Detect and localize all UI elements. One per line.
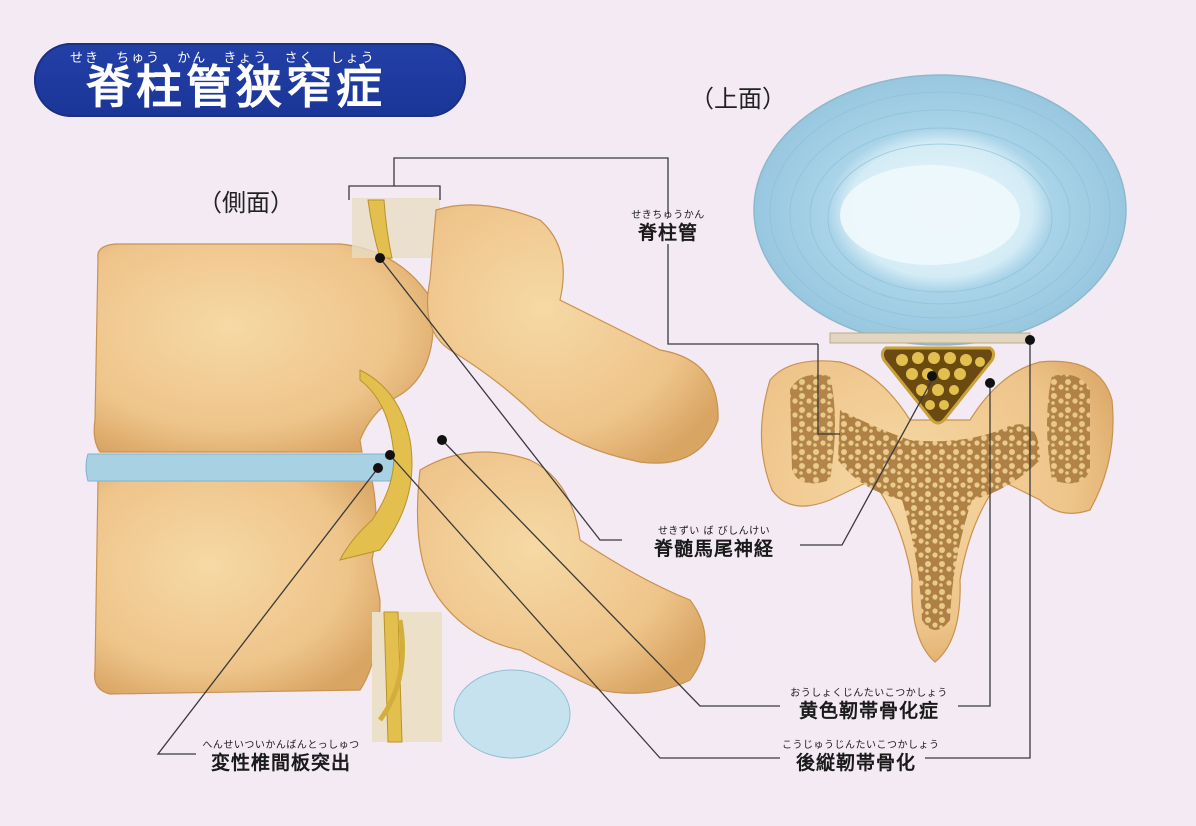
label-ligamentum-flavum-ossification: おうしょくじんたいこつかしょう 黄色靭帯骨化症 <box>790 688 948 722</box>
label-spinal-canal: せきちゅうかん 脊柱管 <box>631 210 705 244</box>
top-view-label: （上面） <box>690 85 786 113</box>
top-view-vertebra <box>753 74 1127 663</box>
page-title: 脊柱管狭窄症 <box>86 60 386 114</box>
leader-dots <box>373 253 1035 473</box>
side-view-vertebrae <box>85 198 719 759</box>
title-ruby: せき ちゅう かん きょう さく しょう <box>70 51 376 66</box>
leader-lines <box>156 157 1031 759</box>
title-banner <box>34 43 466 117</box>
label-cauda-equina: せきずい ば びしんけい 脊髄馬尾神経 <box>653 526 774 560</box>
side-view-label: （側面） <box>198 189 294 217</box>
label-degenerative-disc-herniation: へんせいついかんばんとっしゅつ 変性椎間板突出 <box>202 740 360 774</box>
label-pll-ossification: こうじゅうじんたいこつかしょう 後縦靭帯骨化 <box>782 740 940 774</box>
